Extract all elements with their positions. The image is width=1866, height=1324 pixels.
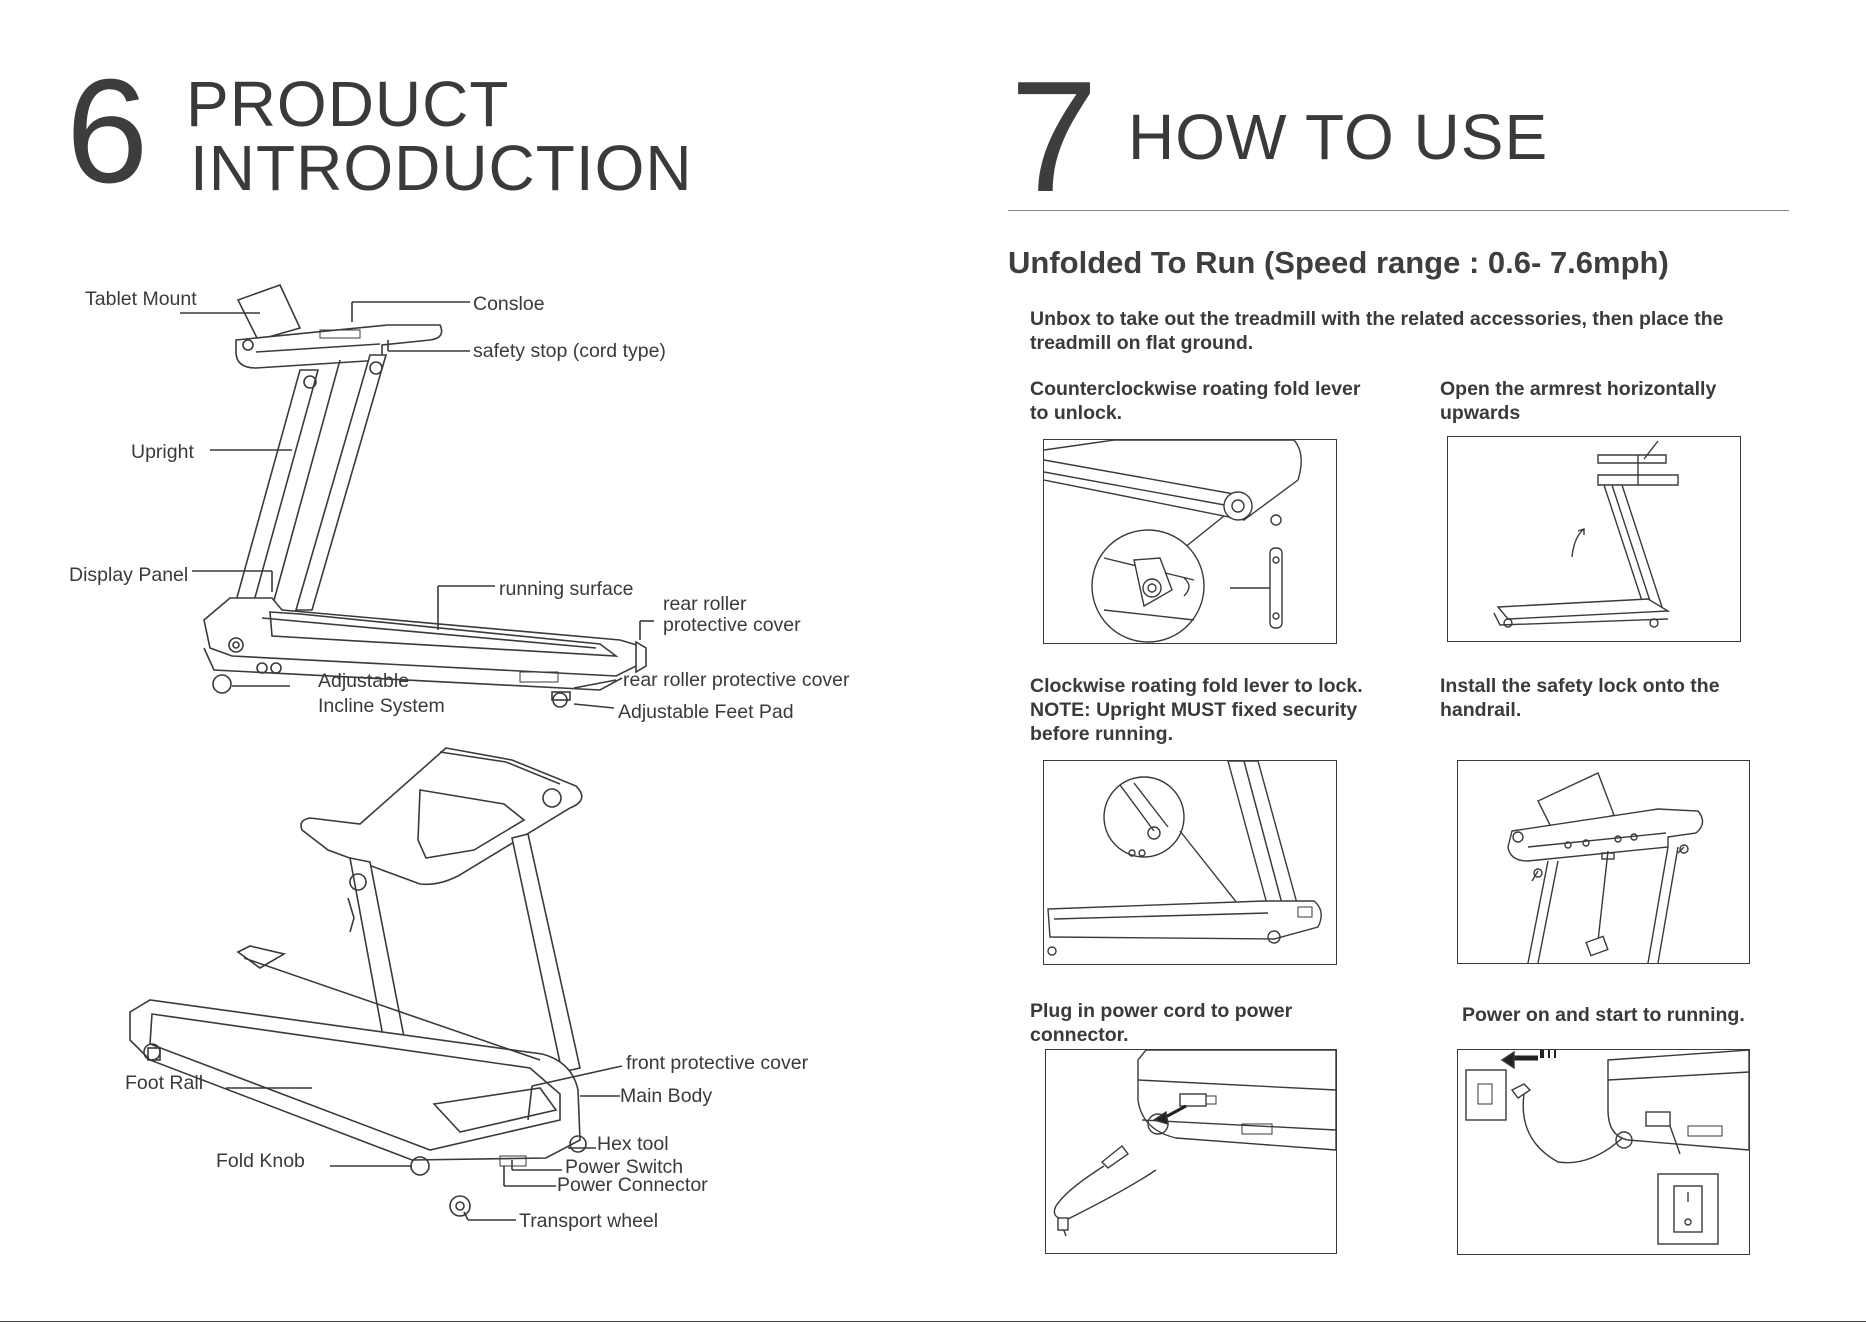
- page-title-line1: PRODUCT: [186, 68, 510, 140]
- step4-line2: handrail.: [1440, 699, 1522, 721]
- label-adjustable-feet-pad: Adjustable Feet Pad: [618, 701, 794, 723]
- label-console: Consloe: [473, 293, 545, 315]
- label-main-body: Main Body: [620, 1085, 713, 1107]
- label-incline-line2: Incline System: [318, 695, 445, 717]
- label-fold-knob: Fold Knob: [216, 1150, 305, 1172]
- step6-line1: Power on and start to running.: [1462, 1004, 1745, 1026]
- label-display-panel: Display Panel: [69, 564, 189, 586]
- plug-power-cord-drawing: [1053, 1050, 1336, 1237]
- step1-line2: to unlock.: [1030, 402, 1123, 424]
- step2-line1: Open the armrest horizontally: [1440, 378, 1717, 400]
- label-safety-stop: safety stop (cord type): [473, 340, 666, 362]
- intro-line-2: treadmill on flat ground.: [1030, 332, 1254, 354]
- treadmill-folded-diagram: [129, 747, 623, 1221]
- fold-lever-unlock-drawing: [1044, 440, 1302, 643]
- label-hex-tool: Hex tool: [597, 1133, 669, 1155]
- step2-illustration: [1447, 436, 1741, 642]
- section-subtitle: Unfolded To Run (Speed range : 0.6- 7.6m…: [1008, 245, 1669, 280]
- label-upright: Upright: [131, 441, 194, 463]
- step3-line2: NOTE: Upright MUST fixed security: [1030, 699, 1358, 721]
- open-armrest-drawing: [1493, 440, 1679, 628]
- safety-lock-drawing: [1507, 772, 1704, 963]
- step5-line1: Plug in power cord to power: [1030, 1000, 1293, 1022]
- step3-illustration: [1043, 760, 1337, 965]
- how-to-use-title: HOW TO USE: [1128, 101, 1549, 173]
- label-foot-rail: Foot Rail: [125, 1072, 204, 1094]
- step5-line2: connector.: [1030, 1024, 1129, 1046]
- step4-line1: Install the safety lock onto the: [1440, 675, 1720, 697]
- step3-line1: Clockwise roating fold lever to lock.: [1030, 675, 1363, 697]
- step1-line1: Counterclockwise roating fold lever: [1030, 378, 1361, 400]
- label-transport-wheel: Transport wheel: [519, 1210, 659, 1232]
- page-bottom-rule: [0, 1321, 1866, 1322]
- label-rear-roller-cover-line2: protective cover: [663, 614, 801, 636]
- step6-illustration: [1457, 1049, 1750, 1255]
- label-front-protective-cover: front protective cover: [626, 1052, 809, 1074]
- label-running-surface: running surface: [499, 578, 634, 600]
- intro-line-1: Unbox to take out the treadmill with the…: [1030, 308, 1724, 330]
- step4-illustration: [1457, 760, 1750, 964]
- label-tablet-mount: Tablet Mount: [85, 288, 197, 310]
- step5-illustration: [1045, 1049, 1337, 1254]
- label-incline-line1: Adjustable: [318, 670, 410, 692]
- label-power-connector: Power Connector: [557, 1174, 708, 1196]
- label-rear-roller-protective-cover: rear roller protective cover: [623, 669, 850, 691]
- section-number-6: 6: [66, 49, 149, 214]
- treadmill-unfolded-diagram: [180, 284, 654, 709]
- section-number-7: 7: [1010, 49, 1098, 225]
- label-rear-roller-cover-line1: rear roller: [663, 593, 747, 615]
- step1-illustration: [1043, 439, 1337, 644]
- fold-lever-lock-drawing: [1047, 761, 1322, 956]
- step2-line2: upwards: [1440, 402, 1521, 424]
- page-title-line2: INTRODUCTION: [190, 132, 693, 204]
- power-on-drawing: [1465, 1050, 1749, 1245]
- label-power-switch: Power Switch: [565, 1156, 684, 1178]
- title-rule: [1008, 210, 1789, 211]
- step3-line3: before running.: [1030, 723, 1173, 745]
